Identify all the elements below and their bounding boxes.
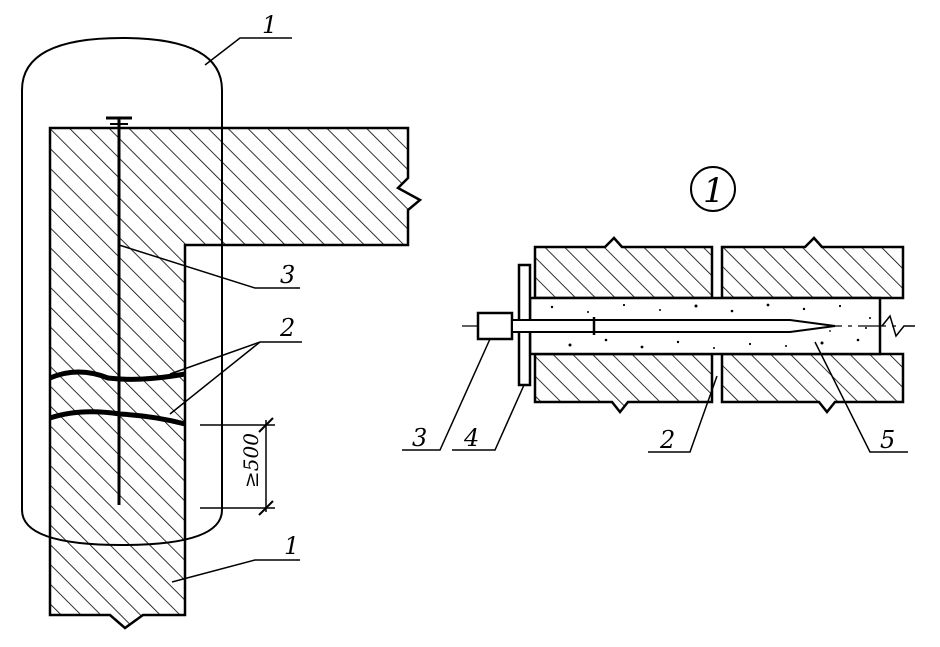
masonry-lower-right [720,352,905,415]
detail-1: 1 3 [402,166,915,454]
leader-detail-2 [648,375,718,453]
detail-label-4: 4 [463,424,479,452]
detail-marker-label: 1 [703,171,725,211]
leader-detail-5 [814,341,908,453]
bolt-nut [476,311,514,341]
label-3-left: 3 [280,261,295,289]
label-1-bottom: 1 [284,532,299,560]
masonry-upper-left [533,236,714,300]
masonry-upper-right [720,236,905,300]
crack-upper [49,369,186,382]
leader-2-left-b [169,341,261,415]
grout-speckles [550,303,871,349]
label-1-top: 1 [262,11,277,39]
crack-lower [49,409,186,427]
reinforcement-zone-outline [21,36,223,547]
leader-1-top [204,37,292,66]
leader-detail-3 [402,338,491,451]
dim-tick-bottom [258,500,274,516]
axis-break [881,314,915,338]
detail-label-3: 3 [412,424,427,452]
leader-3-left [118,244,300,289]
leader-2-left-a [169,341,302,375]
dimension-label: ≥500 [239,433,263,488]
bolt-rod [511,319,836,333]
label-2-left: 2 [279,314,295,342]
dim-tick-top [258,417,274,433]
wall-slab-section: 1 3 2 1 ≥500 [21,11,423,630]
detail-marker-circle [690,166,736,212]
detail-label-2: 2 [659,426,675,454]
masonry-lower-left [533,352,714,415]
detail-label-5: 5 [880,426,895,454]
leader-detail-4 [452,384,525,451]
leader-1-bottom [171,559,300,583]
